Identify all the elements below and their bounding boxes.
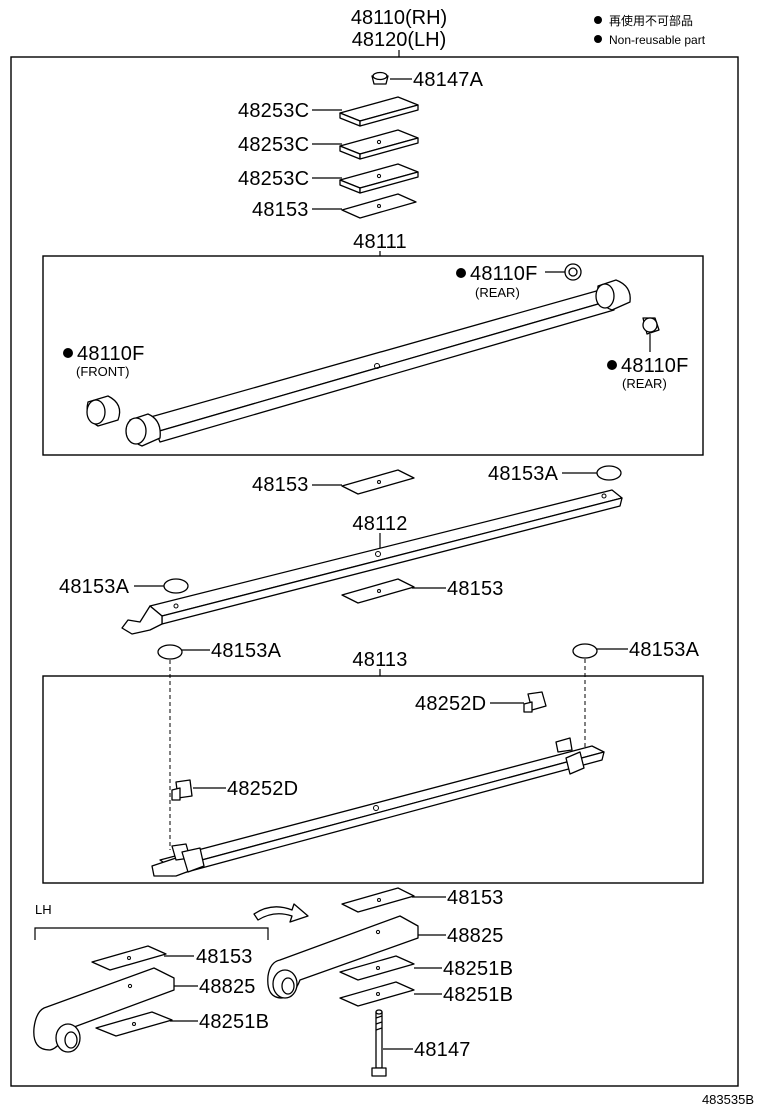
plate-48253c-icon xyxy=(339,129,419,160)
non-reusable-bullet-icon xyxy=(594,35,602,43)
part-48110f-rear-label: 48110F xyxy=(470,263,538,285)
assembly-lh-label: 48120(LH) xyxy=(352,29,447,51)
legend-japanese-text: 再使用不可部品 xyxy=(609,13,693,28)
lh-bracket xyxy=(34,927,269,940)
clip-48252d-icon xyxy=(523,691,547,713)
part-48153-label: 48153 xyxy=(252,199,309,221)
bushing-front-icon xyxy=(86,395,121,427)
legend-english-text: Non-reusable part xyxy=(609,33,706,47)
outer-frame xyxy=(10,56,739,1087)
clip-48252d-icon xyxy=(171,779,193,801)
part-48113-label: 48113 xyxy=(352,649,407,671)
leaf-48111-box xyxy=(42,255,704,456)
non-reusable-bullet-icon xyxy=(456,268,466,278)
leaf-48113-box xyxy=(42,675,704,884)
part-48251b-label: 48251B xyxy=(443,958,513,980)
rear-text: (REAR) xyxy=(475,285,520,300)
pad-48153-icon xyxy=(91,945,167,971)
part-48153a-left-label: 48153A xyxy=(59,576,130,598)
part-48253c-label: 48253C xyxy=(238,134,309,156)
part-48252d-left-label: 48252D xyxy=(227,778,298,800)
spring-seat-48825-lh-icon xyxy=(33,967,175,1053)
part-48110f-rear-right-label: 48110F xyxy=(621,355,689,377)
nut-48147a-icon xyxy=(371,71,389,85)
leaf-48112-icon xyxy=(121,489,623,635)
bushing-rear-icon xyxy=(642,317,660,335)
non-reusable-bullet-icon xyxy=(63,348,73,358)
part-48825-left-label: 48825 xyxy=(199,976,256,998)
part-48153-mid-label: 48153 xyxy=(252,474,309,496)
rear-right-text: (REAR) xyxy=(622,376,667,391)
part-48253c-label: 48253C xyxy=(238,100,309,122)
figure-code: 483535B xyxy=(702,1092,754,1107)
part-48153-mid-right-label: 48153 xyxy=(447,578,504,600)
part-48253c-label: 48253C xyxy=(238,168,309,190)
pad-48251b-icon xyxy=(95,1011,173,1037)
part-48251b-left-label: 48251B xyxy=(199,1011,269,1033)
leaf-48113-icon xyxy=(151,737,605,877)
spring-seat-48825-icon xyxy=(267,915,419,999)
part-48153-bottom-left-label: 48153 xyxy=(196,946,253,968)
part-48153a-top-label: 48153A xyxy=(488,463,559,485)
part-48825-right-label: 48825 xyxy=(447,925,504,947)
part-48112-label: 48112 xyxy=(352,513,407,535)
front-text: (FRONT) xyxy=(76,364,129,379)
part-48111-label: 48111 xyxy=(353,231,407,253)
bolt-48147-icon xyxy=(371,1009,387,1077)
assembly-rh-label: 48110(RH) xyxy=(351,7,447,29)
insert-48153a-icon xyxy=(157,644,183,660)
part-48153-bottom-right-label: 48153 xyxy=(447,887,504,909)
pad-48153-icon xyxy=(341,193,417,219)
main-leaf-48111-icon xyxy=(125,279,631,447)
part-48147-label: 48147 xyxy=(414,1039,471,1061)
bushing-rear-icon xyxy=(564,263,582,281)
part-48153a-lower-right-label: 48153A xyxy=(629,639,700,661)
non-reusable-bullet-icon xyxy=(607,360,617,370)
non-reusable-bullet-icon xyxy=(594,16,602,24)
mirror-arrow-icon xyxy=(253,903,309,923)
part-48252d-right-label: 48252D xyxy=(415,693,486,715)
part-48153a-lower-left-label: 48153A xyxy=(211,640,282,662)
plate-48253c-icon xyxy=(339,163,419,194)
lh-text: LH xyxy=(35,902,52,917)
part-48251b-label-2: 48251B xyxy=(443,984,513,1006)
insert-48153a-icon xyxy=(596,465,622,481)
part-48110f-front-label: 48110F xyxy=(77,343,145,365)
insert-48153a-icon xyxy=(572,643,598,659)
insert-48153a-icon xyxy=(163,578,189,594)
plate-48253c-icon xyxy=(339,96,419,127)
part-48147a-label: 48147A xyxy=(413,69,484,91)
